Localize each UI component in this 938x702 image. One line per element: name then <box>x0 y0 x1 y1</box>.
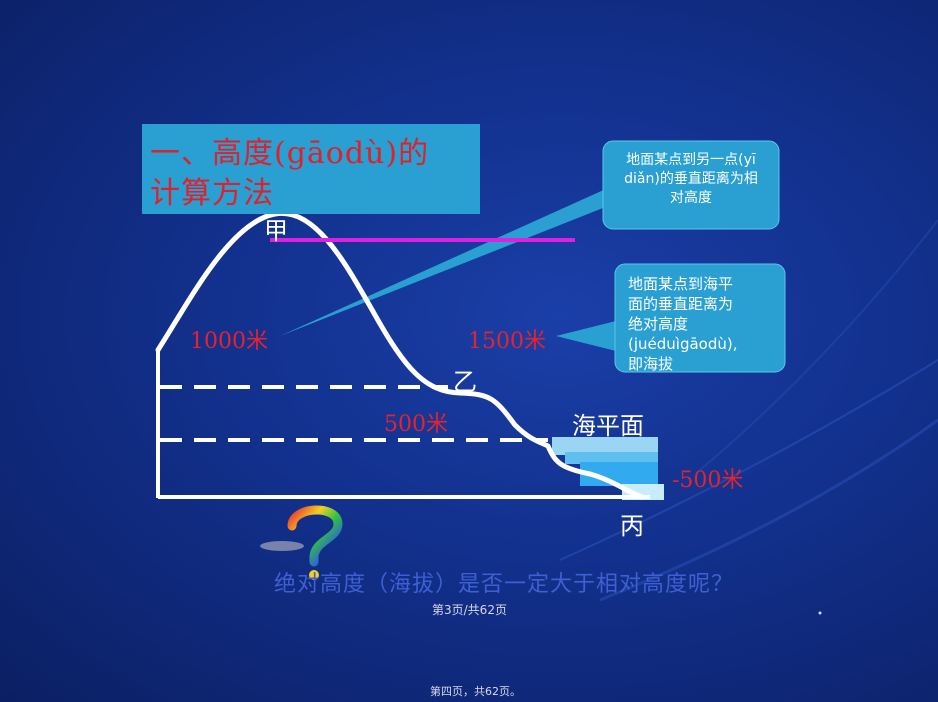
height-label-1000: 1000米 <box>190 329 268 354</box>
relative-height-callout <box>602 140 780 230</box>
height-label-500: 500米 <box>384 412 448 437</box>
terrain-profile <box>155 210 645 500</box>
relative-callout-pointer <box>280 188 608 336</box>
title-line-1: 一、高度(gāodù)的 <box>150 136 430 171</box>
sea-level-label: 海平面 <box>572 412 644 440</box>
height-label-1500: 1500米 <box>468 329 546 354</box>
title-line-2: 计算方法 <box>150 176 274 211</box>
footer-page-number: 第四页，共62页。 <box>430 685 521 698</box>
decor-swoosh-1 <box>559 359 938 561</box>
point-label-jia: 甲 <box>264 217 288 245</box>
absolute-callout-line: 绝对高度 <box>628 315 689 333</box>
absolute-callout-line: 地面某点到海平 <box>628 275 734 293</box>
sea-layer-2 <box>565 452 658 464</box>
absolute-height-callout-text: 地面某点到海平 面的垂直距离为 绝对高度 (juéduìgāodù), 即海拔 <box>628 274 783 374</box>
absolute-callout-line: 即海拔 <box>628 355 674 373</box>
point-label-yi: 乙 <box>453 368 477 396</box>
relative-height-callout-text: 地面某点到另一点(yī diǎn)的垂直距离为相 对高度 <box>610 151 772 208</box>
decor-swoosh-3 <box>699 219 938 471</box>
decor-swoosh-2 <box>599 418 938 602</box>
relative-callout-line: diǎn)的垂直距离为相 <box>624 171 758 187</box>
question-mark-icon <box>260 505 343 580</box>
question-text: 绝对高度（海拔）是否一定大于相对高度呢？ <box>274 572 735 597</box>
relative-callout-line: 地面某点到另一点(yī <box>626 152 756 168</box>
title-box <box>142 124 480 214</box>
inner-page-number: 第3页/共62页 <box>432 603 507 617</box>
height-label-neg500: -500米 <box>672 468 744 493</box>
absolute-callout-pointer <box>556 320 620 352</box>
absolute-callout-line: (juéduìgāodù), <box>628 335 738 353</box>
decor-dot <box>818 611 822 615</box>
absolute-height-callout <box>614 263 786 373</box>
point-label-bing: 丙 <box>620 512 644 540</box>
sea-layer-1 <box>552 437 658 455</box>
absolute-callout-line: 面的垂直距离为 <box>628 295 734 313</box>
relative-callout-line: 对高度 <box>670 190 712 206</box>
slide-title: 一、高度(gāodù)的 计算方法 <box>150 134 480 214</box>
